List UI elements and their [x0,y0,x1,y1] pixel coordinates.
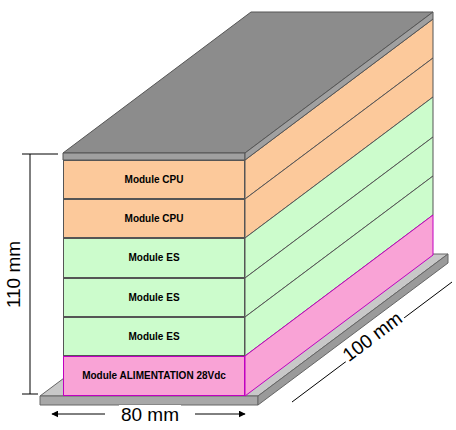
top-cover-front [63,153,245,160]
module-label: Module CPU [121,213,188,225]
module-label: Module ES [124,252,183,264]
module-box: Module ES [63,278,245,317]
dimension-line [52,414,105,415]
dimension-line [30,154,31,394]
module-box: Module ES [63,238,245,278]
module-box: Module ALIMENTATION 28Vdc [63,356,245,396]
module-label: Module ALIMENTATION 28Vdc [78,370,230,382]
module-label: Module CPU [121,174,188,186]
module-label: Module ES [124,292,183,304]
dimension-label: 110 mm [5,238,24,309]
dimension-line [195,414,245,415]
top-cover-side [245,12,433,160]
module-label: Module ES [124,331,183,343]
module-box: Module CPU [63,199,245,238]
module-side [245,215,433,396]
module-box: Module CPU [63,160,245,199]
dimension-line [292,282,452,402]
dimension-tick [22,394,38,395]
dimension-label: 80 mm [119,405,181,424]
module-box: Module ES [63,317,245,356]
top-cover [63,12,433,153]
dimension-tick [22,154,58,155]
